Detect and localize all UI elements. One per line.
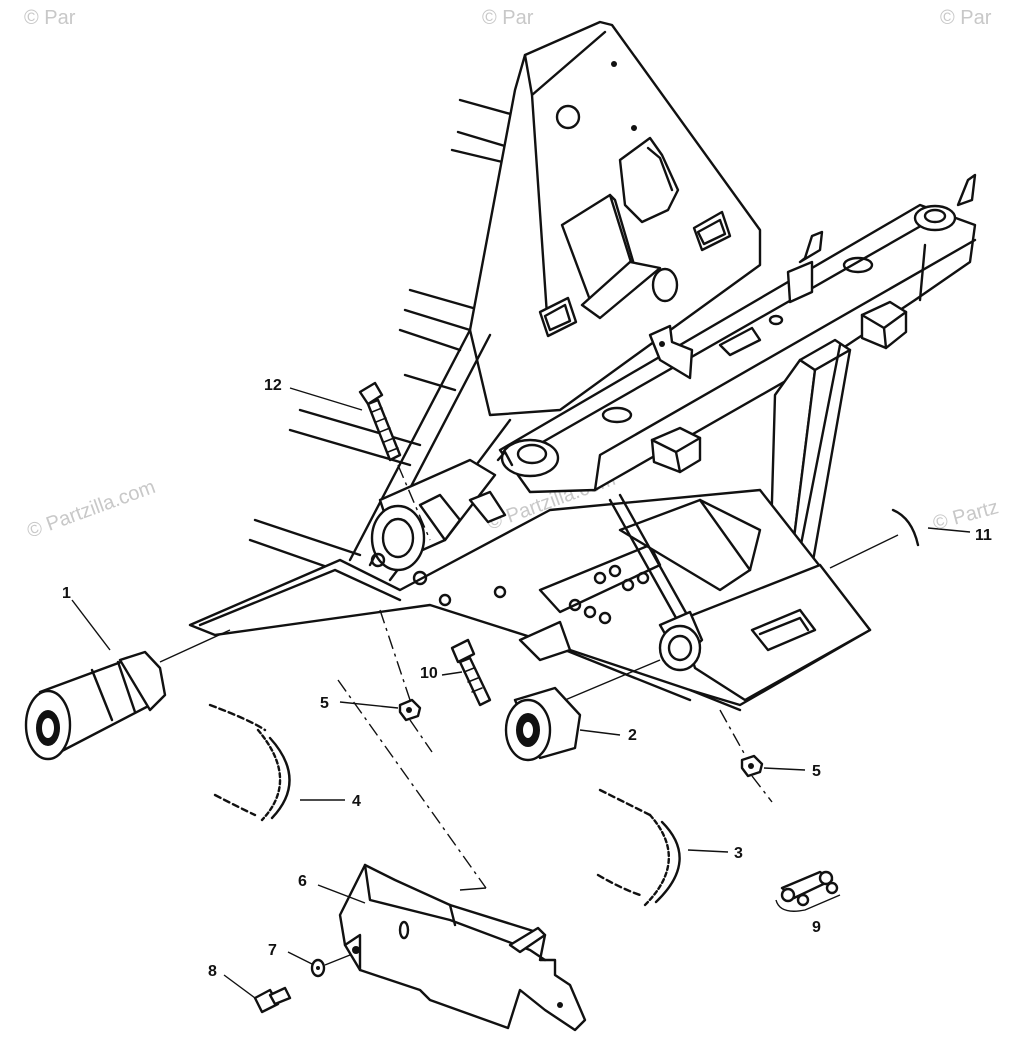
part-3-chain	[596, 788, 729, 907]
callout-8: 8	[208, 963, 217, 980]
callout-9: 9	[812, 919, 821, 936]
front-frame-assembly	[188, 20, 977, 712]
watermark-top-left: © Par	[24, 7, 76, 29]
callout-5-right: 5	[812, 763, 821, 780]
callout-1: 1	[62, 585, 71, 602]
part-8-bolt	[223, 974, 292, 1014]
callout-labels: 1 2 3 4 5 5 6 7 8 9 10 11 12	[62, 377, 992, 980]
part-12-bolt	[289, 381, 431, 541]
part-2-bushing	[504, 659, 661, 762]
part-9-connecting-link	[775, 870, 841, 912]
part-6-bracket	[317, 679, 587, 1032]
callout-10: 10	[420, 665, 438, 682]
part-4-chain	[208, 703, 345, 822]
watermark-top-right: © Par	[940, 7, 992, 29]
part-7-washer	[287, 951, 351, 978]
part-1-bushing	[24, 599, 231, 761]
watermark-top-center: © Par	[482, 7, 534, 29]
callout-6: 6	[298, 873, 307, 890]
callout-7: 7	[268, 942, 277, 959]
part-11-clip	[829, 508, 971, 569]
watermark-left: © Partzilla.com	[24, 476, 158, 543]
callout-5-left: 5	[320, 695, 329, 712]
callout-2: 2	[628, 727, 637, 744]
callout-4: 4	[352, 793, 361, 810]
part-5-nut-right	[719, 709, 806, 803]
callout-3: 3	[734, 845, 743, 862]
callout-11: 11	[975, 527, 992, 544]
part-5-nut-left	[339, 609, 433, 753]
callout-12: 12	[264, 377, 282, 394]
part-10-bolt	[441, 638, 492, 707]
